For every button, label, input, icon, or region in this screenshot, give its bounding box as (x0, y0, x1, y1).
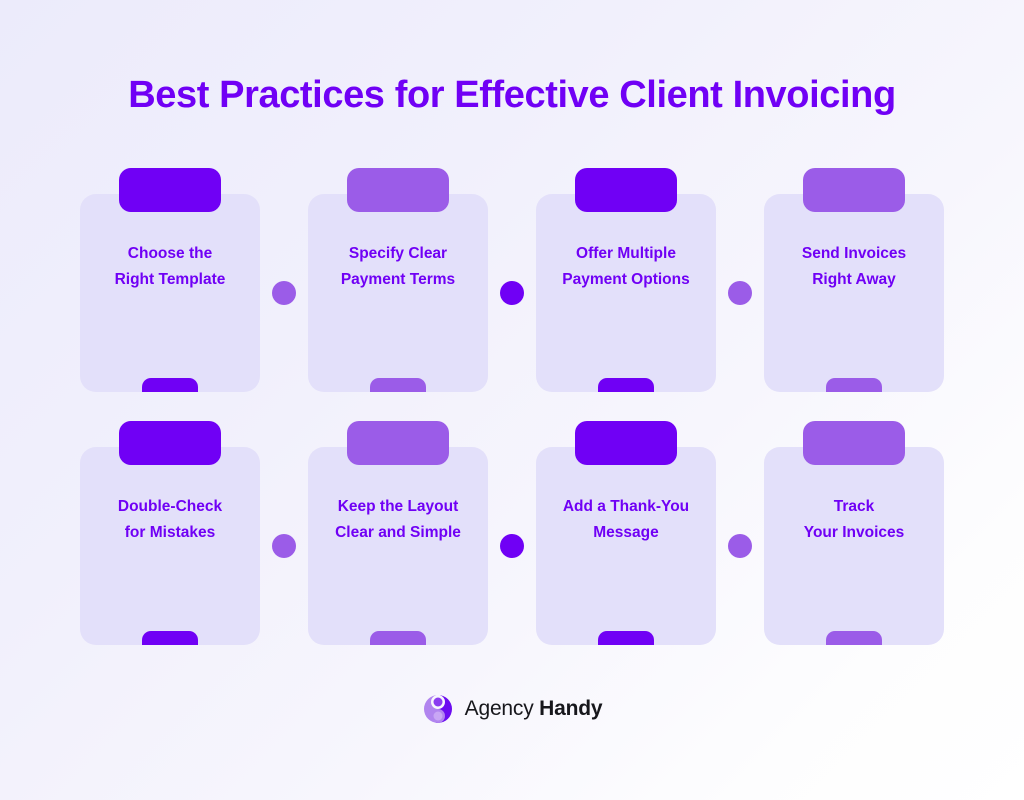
card-tab-bottom (142, 378, 198, 392)
card-tab-bottom (826, 631, 882, 645)
card-tab-top (803, 168, 905, 212)
card-tab-top (119, 421, 221, 465)
connector-dot (272, 534, 296, 558)
card-body (764, 194, 944, 392)
connector-dot (500, 534, 524, 558)
card-tab-bottom (598, 631, 654, 645)
card-body (80, 194, 260, 392)
card-label: Send Invoices Right Away (801, 245, 907, 288)
card-tab-bottom (826, 378, 882, 392)
card-double-check-for-mistakes[interactable]: Double-Check for Mistakes (80, 421, 260, 645)
card-tab-top (347, 421, 449, 465)
agency-handy-logo-icon (423, 695, 452, 723)
card-body (80, 447, 260, 645)
card-track-your-invoices[interactable]: Track Your Invoices (764, 421, 944, 645)
brand-name-bold: Handy (539, 697, 603, 720)
card-grid: Choose the Right Template Specify Clear … (80, 168, 945, 645)
card-tab-bottom (370, 631, 426, 645)
card-label: Specify Clear Payment Terms (340, 245, 456, 288)
card-offer-multiple-payment-options[interactable]: Offer Multiple Payment Options (536, 168, 716, 392)
card-add-a-thank-you-message[interactable]: Add a Thank-You Message (536, 421, 716, 645)
card-send-invoices-right-away[interactable]: Send Invoices Right Away (764, 168, 944, 392)
card-tab-bottom (370, 378, 426, 392)
connector-2 (488, 168, 536, 392)
card-body (764, 447, 944, 645)
card-body (308, 447, 488, 645)
card-body (536, 447, 716, 645)
connector-dot (500, 281, 524, 305)
card-tab-bottom (598, 378, 654, 392)
card-tab-top (347, 168, 449, 212)
card-row-1: Choose the Right Template Specify Clear … (80, 168, 945, 392)
card-label: Double-Check for Mistakes (117, 498, 223, 541)
card-tab-top (575, 421, 677, 465)
card-tab-top (119, 168, 221, 212)
card-label: Choose the Right Template (114, 245, 226, 288)
brand-name-light: Agency (464, 697, 534, 720)
card-label: Keep the Layout Clear and Simple (335, 498, 461, 541)
card-specify-clear-payment-terms[interactable]: Specify Clear Payment Terms (308, 168, 488, 392)
connector-dot (728, 281, 752, 305)
connector-4 (260, 421, 308, 645)
card-tab-top (575, 168, 677, 212)
card-label: Track Your Invoices (803, 498, 905, 541)
connector-5 (488, 421, 536, 645)
card-choose-the-right-template[interactable]: Choose the Right Template (80, 168, 260, 392)
connector-6 (716, 421, 764, 645)
card-tab-top (803, 421, 905, 465)
page-title: Best Practices for Effective Client Invo… (128, 74, 896, 116)
connector-dot (272, 281, 296, 305)
card-label: Offer Multiple Payment Options (562, 245, 690, 288)
card-body (308, 194, 488, 392)
footer-branding: Agency Handy (0, 693, 1024, 725)
connector-3 (716, 168, 764, 392)
connector-1 (260, 168, 308, 392)
card-body (536, 194, 716, 392)
card-tab-bottom (142, 631, 198, 645)
brand-wordmark: Agency Handy (465, 695, 603, 723)
card-row-2: Double-Check for Mistakes Keep the Layou… (80, 421, 945, 645)
card-keep-the-layout-clear-and-simple[interactable]: Keep the Layout Clear and Simple (308, 421, 488, 645)
connector-dot (728, 534, 752, 558)
card-label: Add a Thank-You Message (562, 498, 690, 541)
